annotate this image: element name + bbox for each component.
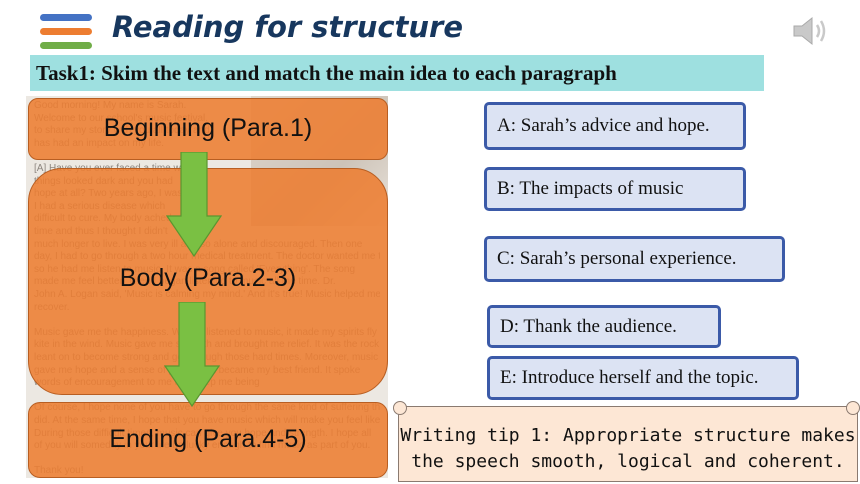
- speaker-icon[interactable]: [790, 14, 830, 48]
- scroll-curl-icon: [393, 401, 407, 415]
- writing-tip-line-2: the speech smooth, logical and coherent.: [411, 451, 845, 472]
- down-arrow-icon: [164, 302, 220, 408]
- down-arrow-icon: [166, 152, 222, 258]
- writing-tip: Writing tip 1: Appropriate structure mak…: [398, 406, 858, 482]
- page-title: Reading for structure: [112, 10, 464, 44]
- body-block[interactable]: Body (Para.2-3): [28, 168, 388, 395]
- ending-block[interactable]: Ending (Para.4-5): [28, 402, 388, 478]
- menu-icon[interactable]: [40, 14, 92, 54]
- main-idea-e[interactable]: E: Introduce herself and the topic.: [487, 356, 799, 400]
- writing-tip-line-1: Writing tip 1: Appropriate structure mak…: [400, 425, 856, 446]
- main-idea-c[interactable]: C: Sarah’s personal experience.: [484, 236, 785, 282]
- main-idea-d[interactable]: D: Thank the audience.: [487, 305, 721, 348]
- main-idea-a[interactable]: A: Sarah’s advice and hope.: [484, 102, 746, 150]
- task-banner: Task1: Skim the text and match the main …: [30, 55, 764, 91]
- body-label: Body (Para.2-3): [119, 264, 297, 292]
- scroll-curl-icon: [846, 401, 860, 415]
- main-idea-b[interactable]: B: The impacts of music: [484, 167, 746, 211]
- beginning-block[interactable]: Beginning (Para.1): [28, 98, 388, 160]
